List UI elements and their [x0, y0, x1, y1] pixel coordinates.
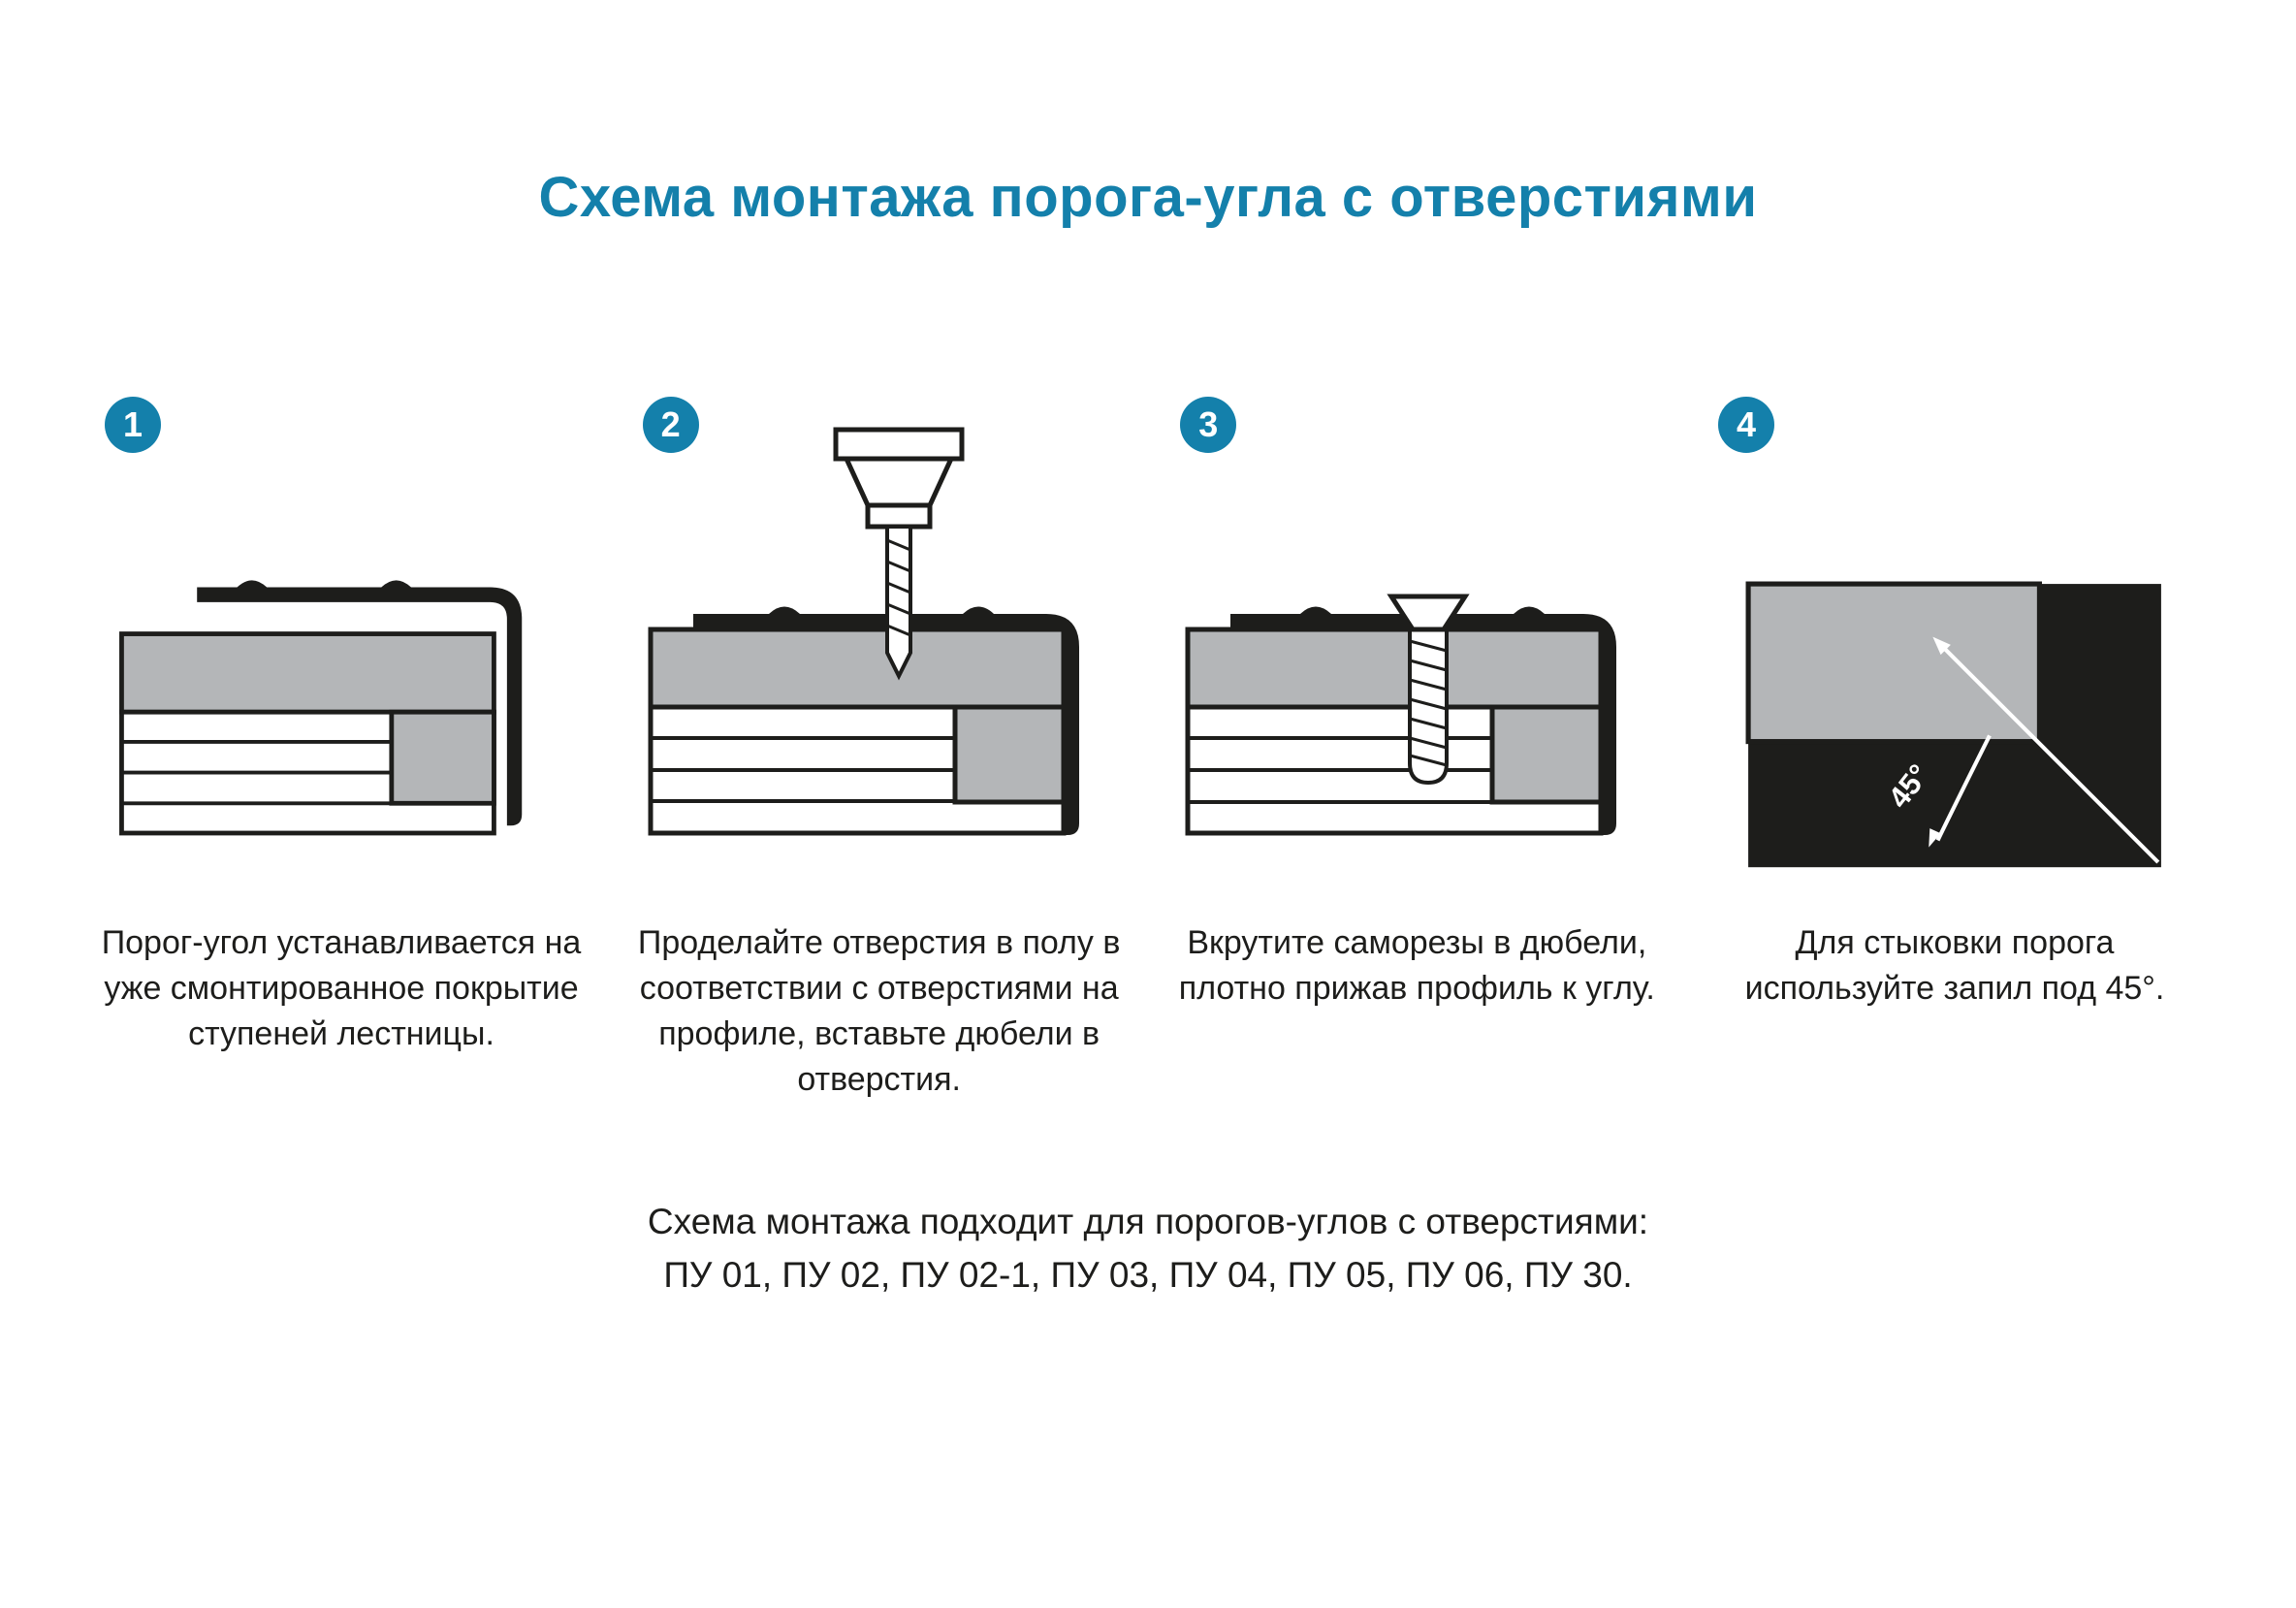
- step-3: 3: [1151, 385, 1682, 1103]
- step-1-number: 1: [122, 404, 144, 444]
- step-1-caption: Порог-угол устанавливается на уже смонти…: [101, 924, 582, 1052]
- dowel-thread: [1409, 717, 1448, 730]
- footer-note: Схема монтажа подходит для порогов-углов…: [0, 1195, 2296, 1302]
- step-edge-block: [1489, 704, 1604, 805]
- step-4-figure: 45°: [1689, 385, 2220, 870]
- dowel-thread: [1409, 736, 1448, 750]
- drill-taper: [842, 456, 955, 508]
- drill-flute: [886, 560, 911, 573]
- drill-flute: [886, 624, 911, 637]
- stair-cross-section: [648, 627, 1067, 836]
- angle-profile: [197, 579, 523, 825]
- step-1-figure: [76, 385, 607, 870]
- step-2-caption: Проделайте отверстия в полу в соответств…: [637, 924, 1121, 1098]
- floor-covering-layer: [1185, 627, 1604, 710]
- step-4-illustration: 45°: [1745, 581, 2161, 867]
- step-edge-block: [952, 704, 1067, 805]
- step-2: 2: [614, 385, 1145, 1103]
- angle-arc: [1935, 734, 1992, 842]
- dowel-thread: [1409, 678, 1448, 691]
- screw-hole-bump: [1300, 606, 1332, 614]
- step-1-illustration: [119, 579, 523, 836]
- screw-head-icon: [1387, 594, 1470, 632]
- miter-arrow-head: [1932, 636, 1951, 655]
- angle-profile: [1230, 606, 1617, 835]
- screw-and-dowel-icon: [1387, 594, 1470, 786]
- step-3-number: 3: [1198, 404, 1219, 444]
- page-title: Схема монтажа порога-угла с отверстиями: [538, 166, 1758, 229]
- floor-covering-layer: [648, 627, 1067, 710]
- drill-flute: [886, 538, 911, 552]
- miter-cut-line: [1939, 643, 2160, 864]
- drill-icon: [833, 427, 965, 681]
- screw-hole-bump: [962, 606, 994, 614]
- dowel-thread: [1409, 754, 1448, 767]
- footer-line-1: Схема монтажа подходит для порогов-углов…: [647, 1201, 1649, 1241]
- drill-flute: [886, 602, 911, 616]
- step-2-number: 2: [660, 404, 681, 444]
- step-2-illustration: [648, 427, 1079, 836]
- drill-collar: [865, 502, 933, 530]
- step-3-figure: [1151, 385, 1682, 870]
- screw-hole-bump: [381, 579, 411, 588]
- screw-hole-bump: [768, 606, 800, 614]
- step-3-illustration: [1185, 594, 1617, 836]
- dowel-thread: [1409, 639, 1448, 653]
- step-edge-block: [389, 709, 496, 806]
- step-4-number-badge: 4: [1717, 397, 1774, 453]
- drill-flute: [886, 581, 911, 595]
- step-4: 4 45° Для стыковки порога используйте за…: [1689, 385, 2220, 1103]
- step-2-figure: [614, 385, 1145, 870]
- dowel-thread: [1409, 659, 1448, 672]
- dowel-thread: [1409, 697, 1448, 711]
- stair-cross-section: [1185, 627, 1604, 836]
- step-4-number: 4: [1736, 404, 1756, 444]
- screw-hole-bump: [1514, 606, 1546, 614]
- miter-joint-top-view: 45°: [1745, 581, 2161, 867]
- arc-arrow-head: [1929, 827, 1941, 848]
- step-2-number-badge: 2: [642, 397, 699, 453]
- floor-covering-layer: [119, 630, 496, 715]
- step-1: 1: [76, 385, 607, 1103]
- step-4-caption: Для стыковки порога используйте запил по…: [1744, 924, 2165, 1007]
- step-3-number-badge: 3: [1180, 397, 1237, 453]
- profile-gray-piece: [1745, 581, 2042, 744]
- step-3-caption: Вкрутите саморезы в дюбели, плотно прижа…: [1178, 924, 1655, 1007]
- steps-row: 1: [0, 385, 2296, 1103]
- drill-chuck: [833, 427, 965, 462]
- angle-profile: [692, 606, 1079, 835]
- footer-line-2: ПУ 01, ПУ 02, ПУ 02-1, ПУ 03, ПУ 04, ПУ …: [663, 1255, 1633, 1296]
- step-1-number-badge: 1: [105, 397, 161, 453]
- screw-hole-bump: [237, 579, 268, 588]
- stair-cross-section: [119, 630, 496, 836]
